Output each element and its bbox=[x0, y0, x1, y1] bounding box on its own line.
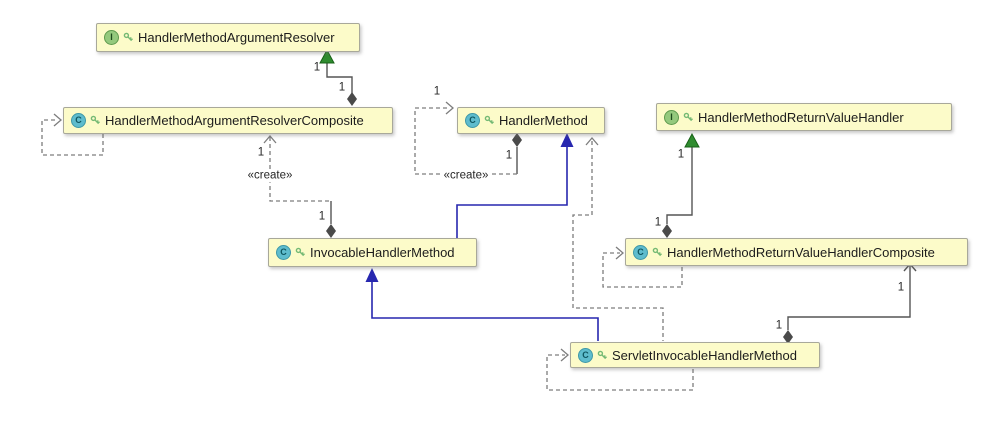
multiplicity-label: 1 bbox=[433, 85, 441, 98]
open-arrowhead-icon bbox=[263, 135, 277, 144]
composition-diamond-icon bbox=[662, 224, 672, 238]
class-node-handler-method[interactable]: C HandlerMethod bbox=[457, 107, 605, 134]
composition-diamond-icon bbox=[326, 224, 336, 238]
key-icon bbox=[295, 247, 305, 257]
composition-diamond-icon bbox=[783, 330, 793, 344]
edge-rvhcomposite-implements-rvh bbox=[666, 147, 693, 224]
interface-icon: I bbox=[104, 30, 119, 45]
class-name: HandlerMethodReturnValueHandlerComposite bbox=[667, 244, 935, 260]
inheritance-arrowhead-icon bbox=[560, 133, 574, 147]
class-name: HandlerMethodArgumentResolverComposite bbox=[105, 113, 364, 128]
class-icon: C bbox=[578, 347, 593, 363]
class-node-servlet-invocable-handler-method[interactable]: C ServletInvocableHandlerMethod bbox=[570, 342, 820, 368]
multiplicity-label: 1 bbox=[338, 81, 346, 94]
interface-icon: I bbox=[664, 109, 679, 125]
open-arrowhead-icon bbox=[53, 113, 62, 127]
inheritance-arrowhead-icon bbox=[365, 268, 379, 282]
class-icon: C bbox=[71, 113, 86, 128]
create-stereotype-label: «create» bbox=[441, 169, 491, 182]
multiplicity-label: 1 bbox=[313, 61, 321, 74]
key-icon bbox=[597, 350, 607, 359]
open-arrowhead-icon bbox=[445, 101, 454, 115]
class-name: HandlerMethod bbox=[499, 113, 588, 128]
composition-diamond-icon bbox=[347, 92, 357, 106]
multiplicity-label: 1 bbox=[318, 210, 326, 223]
open-arrowhead-icon bbox=[560, 348, 569, 362]
multiplicity-label: 1 bbox=[775, 319, 783, 332]
multiplicity-label: 1 bbox=[505, 149, 513, 162]
class-node-handler-method-argument-resolver-composite[interactable]: C HandlerMethodArgumentResolverComposite bbox=[63, 107, 393, 134]
key-icon bbox=[652, 247, 662, 256]
class-name: InvocableHandlerMethod bbox=[310, 245, 455, 260]
composition-diamond-icon bbox=[512, 133, 522, 147]
key-icon bbox=[123, 32, 133, 42]
edge-invocable-extends-handlermethod bbox=[456, 147, 568, 238]
class-name: HandlerMethodArgumentResolver bbox=[138, 30, 335, 45]
class-icon: C bbox=[276, 245, 291, 260]
multiplicity-label: 1 bbox=[677, 148, 685, 161]
create-stereotype-label: «create» bbox=[245, 169, 295, 182]
open-arrowhead-icon bbox=[585, 137, 599, 146]
key-icon bbox=[90, 115, 100, 125]
realization-arrowhead-icon bbox=[684, 132, 700, 148]
edge-rvhcomposite-self-loop bbox=[602, 252, 683, 288]
multiplicity-label: 1 bbox=[654, 216, 662, 229]
class-node-handler-method-return-value-handler[interactable]: I HandlerMethodReturnValueHandler bbox=[656, 103, 952, 131]
class-node-handler-method-return-value-handler-composite[interactable]: C HandlerMethodReturnValueHandlerComposi… bbox=[625, 238, 968, 266]
edge-servlet-composes-rvhcomposite bbox=[787, 266, 911, 330]
realization-arrowhead-icon bbox=[319, 48, 335, 64]
open-arrowhead-icon bbox=[615, 246, 624, 260]
multiplicity-label: 1 bbox=[897, 281, 905, 294]
class-name: HandlerMethodReturnValueHandler bbox=[698, 109, 904, 125]
edge-servlet-extends-invocable bbox=[371, 282, 599, 341]
edge-resolvercomposite-self-loop bbox=[41, 119, 104, 156]
class-name: ServletInvocableHandlerMethod bbox=[612, 347, 797, 363]
class-icon: C bbox=[465, 113, 480, 128]
edge-resolvercomposite-implements-resolver bbox=[326, 63, 353, 93]
class-node-invocable-handler-method[interactable]: C InvocableHandlerMethod bbox=[268, 238, 477, 267]
key-icon bbox=[484, 115, 494, 125]
class-icon: C bbox=[633, 244, 648, 260]
edge-servlet-self-loop bbox=[546, 354, 694, 391]
edge-invocable-create-resolvercomposite bbox=[269, 137, 331, 202]
edge-servlet-depends-handlermethod bbox=[572, 141, 664, 341]
key-icon bbox=[683, 112, 693, 121]
class-node-handler-method-argument-resolver[interactable]: I HandlerMethodArgumentResolver bbox=[96, 23, 360, 52]
multiplicity-label: 1 bbox=[257, 146, 265, 159]
